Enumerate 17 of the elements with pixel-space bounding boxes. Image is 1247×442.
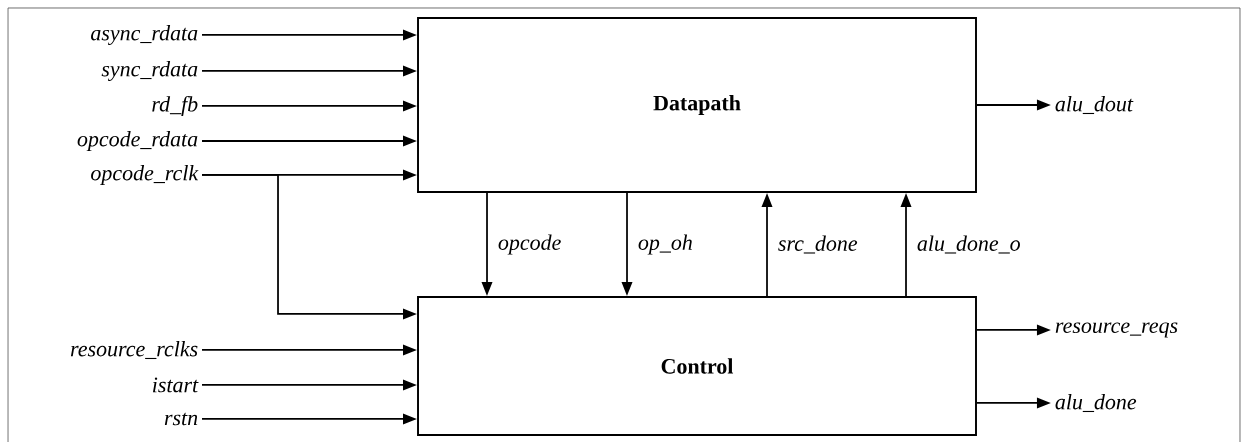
signal-label: rd_fb bbox=[152, 95, 198, 117]
block-box: Datapath bbox=[417, 17, 977, 193]
signal-label: opcode_rclk bbox=[91, 165, 199, 185]
edge-label: opcode bbox=[498, 234, 561, 255]
signal-label: opcode_rdata bbox=[77, 131, 198, 151]
signal-label: async_rdata bbox=[91, 25, 198, 45]
signal-label: alu_dout bbox=[1055, 95, 1134, 115]
signal-label: resource_rclks bbox=[70, 340, 198, 360]
block-box: Control bbox=[417, 296, 977, 436]
signal-label: sync_rdata bbox=[101, 61, 198, 81]
edge-label: src_done bbox=[778, 235, 858, 254]
edge-label: alu_done_o bbox=[917, 235, 1020, 254]
signal-label: rstn bbox=[164, 412, 198, 426]
signal-label: resource_reqs bbox=[1055, 322, 1178, 338]
signal-label: istart bbox=[152, 377, 199, 393]
edge-label: op_oh bbox=[638, 234, 692, 255]
signal-label: alu_done bbox=[1055, 393, 1137, 413]
